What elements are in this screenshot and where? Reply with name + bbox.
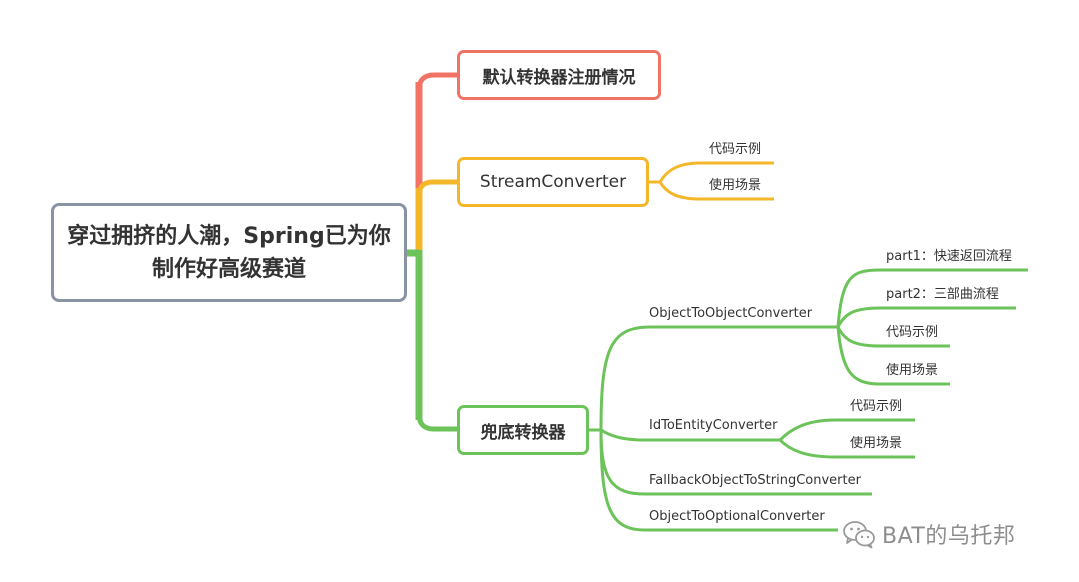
leaf-id2entity-usage[interactable]: 使用场景 [850, 436, 903, 451]
leaf-o2o-part2[interactable]: part2：三部曲流程 [886, 287, 999, 302]
connector-id2entity [600, 428, 780, 442]
leaf-stream-code-example[interactable]: 代码示例 [709, 142, 762, 157]
branch-label: 兜底转换器 [480, 422, 566, 443]
connector-stream-example [658, 161, 774, 183]
branch-label: StreamConverter [479, 172, 627, 192]
leaf-id2entity-code-example[interactable]: 代码示例 [850, 399, 903, 414]
root-node[interactable]: 穿过拥挤的人潮，Spring已为你制作好高级赛道 [51, 203, 407, 302]
node-fallback-object-to-string-converter[interactable]: FallbackObjectToStringConverter [649, 473, 861, 488]
connector-orange [416, 179, 457, 197]
node-object-to-object-converter[interactable]: ObjectToObjectConverter [649, 306, 813, 321]
connector-red [416, 72, 457, 91]
connector-o2o [599, 325, 838, 431]
leaf-o2o-usage[interactable]: 使用场景 [886, 363, 939, 378]
node-id-to-entity-converter[interactable]: IdToEntityConverter [649, 418, 778, 433]
node-object-to-optional-converter[interactable]: ObjectToOptionalConverter [649, 509, 825, 524]
root-title: 穿过拥挤的人潮，Spring已为你制作好高级赛道 [67, 223, 391, 282]
watermark: BAT的乌托邦 [842, 518, 1015, 550]
leaf-o2o-code-example[interactable]: 代码示例 [886, 325, 939, 340]
connector-stream-usage [658, 181, 774, 201]
watermark-text: BAT的乌托邦 [882, 524, 1016, 549]
connector-green [416, 413, 457, 432]
leaf-stream-usage[interactable]: 使用场景 [709, 178, 762, 193]
wechat-icon [843, 521, 875, 549]
leaf-o2o-part1[interactable]: part1：快速返回流程 [886, 249, 1012, 264]
branch-stream-converter[interactable]: StreamConverter [457, 157, 649, 207]
branch-label: 默认转换器注册情况 [482, 67, 636, 88]
connector-optional [599, 429, 838, 532]
branch-fallback-converter[interactable]: 兜底转换器 [457, 405, 589, 455]
branch-default-converter-registration[interactable]: 默认转换器注册情况 [457, 50, 661, 100]
